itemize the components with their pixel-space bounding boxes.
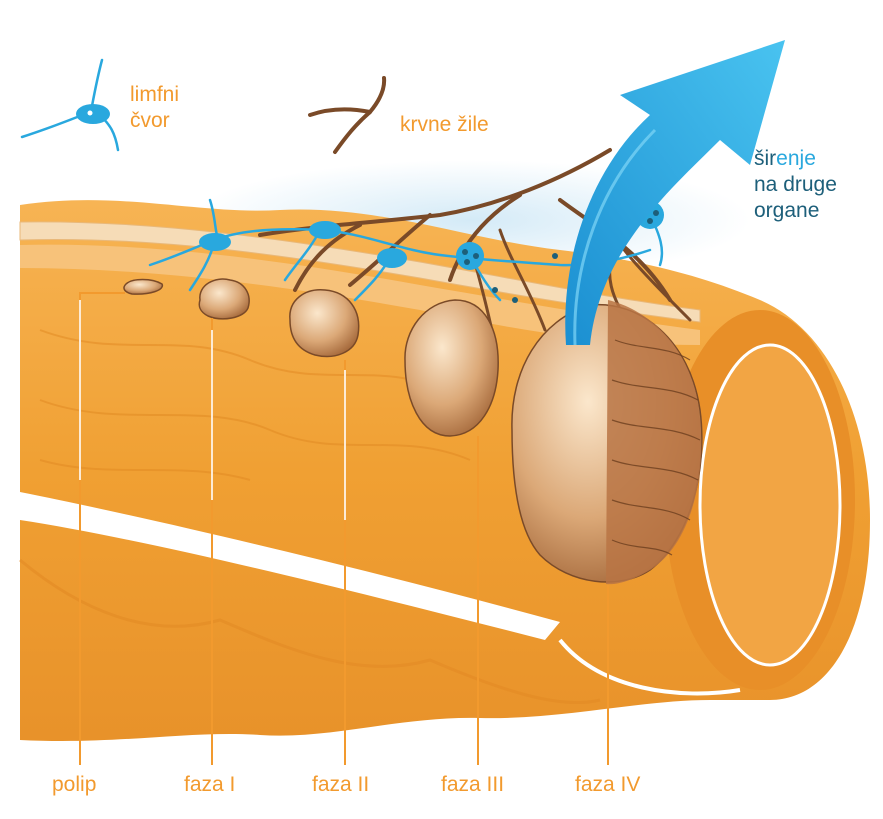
blood-vessels-label: krvne žile — [400, 113, 489, 136]
tumor-stage-2 — [289, 289, 360, 358]
tumor-stage-4 — [511, 300, 703, 585]
lymph-node-label-line2: čvor — [130, 109, 170, 132]
stage-label-faza-1: faza I — [184, 773, 236, 796]
spread-label-part2: enje — [776, 147, 816, 170]
tumor-polip — [123, 278, 164, 295]
spread-label-line2: na druge — [754, 173, 837, 196]
stage-label-faza-4: faza IV — [575, 773, 641, 796]
lymph-node — [199, 233, 231, 251]
lymph-node — [377, 248, 407, 268]
colon-bottom-folds — [19, 558, 601, 705]
lymph-node-legend-icon — [20, 58, 120, 152]
spread-label-line3: organe — [754, 199, 820, 222]
stage-leader-lines-white — [79, 300, 346, 520]
tumor-stage-3 — [404, 299, 499, 437]
tumor-stage-1 — [198, 278, 250, 320]
blood-vessel-legend-icon — [308, 76, 387, 154]
colon-cut-slit — [20, 492, 560, 640]
lymph-node-infected — [456, 242, 484, 270]
spread-label-part1: šir — [754, 147, 777, 170]
stage-label-polip: polip — [52, 773, 97, 796]
spread-label: širenje na druge organe — [754, 146, 837, 224]
lymph-node — [309, 221, 341, 239]
colon-lumen-inner — [700, 345, 840, 665]
colon-folds — [39, 329, 471, 481]
spread-arrow — [565, 40, 785, 345]
lymph-node-label: limfni čvor — [130, 82, 179, 134]
stage-label-faza-2: faza II — [312, 773, 370, 796]
stage-label-faza-3: faza III — [441, 773, 505, 796]
lymph-node-label-line1: limfni — [130, 83, 180, 106]
